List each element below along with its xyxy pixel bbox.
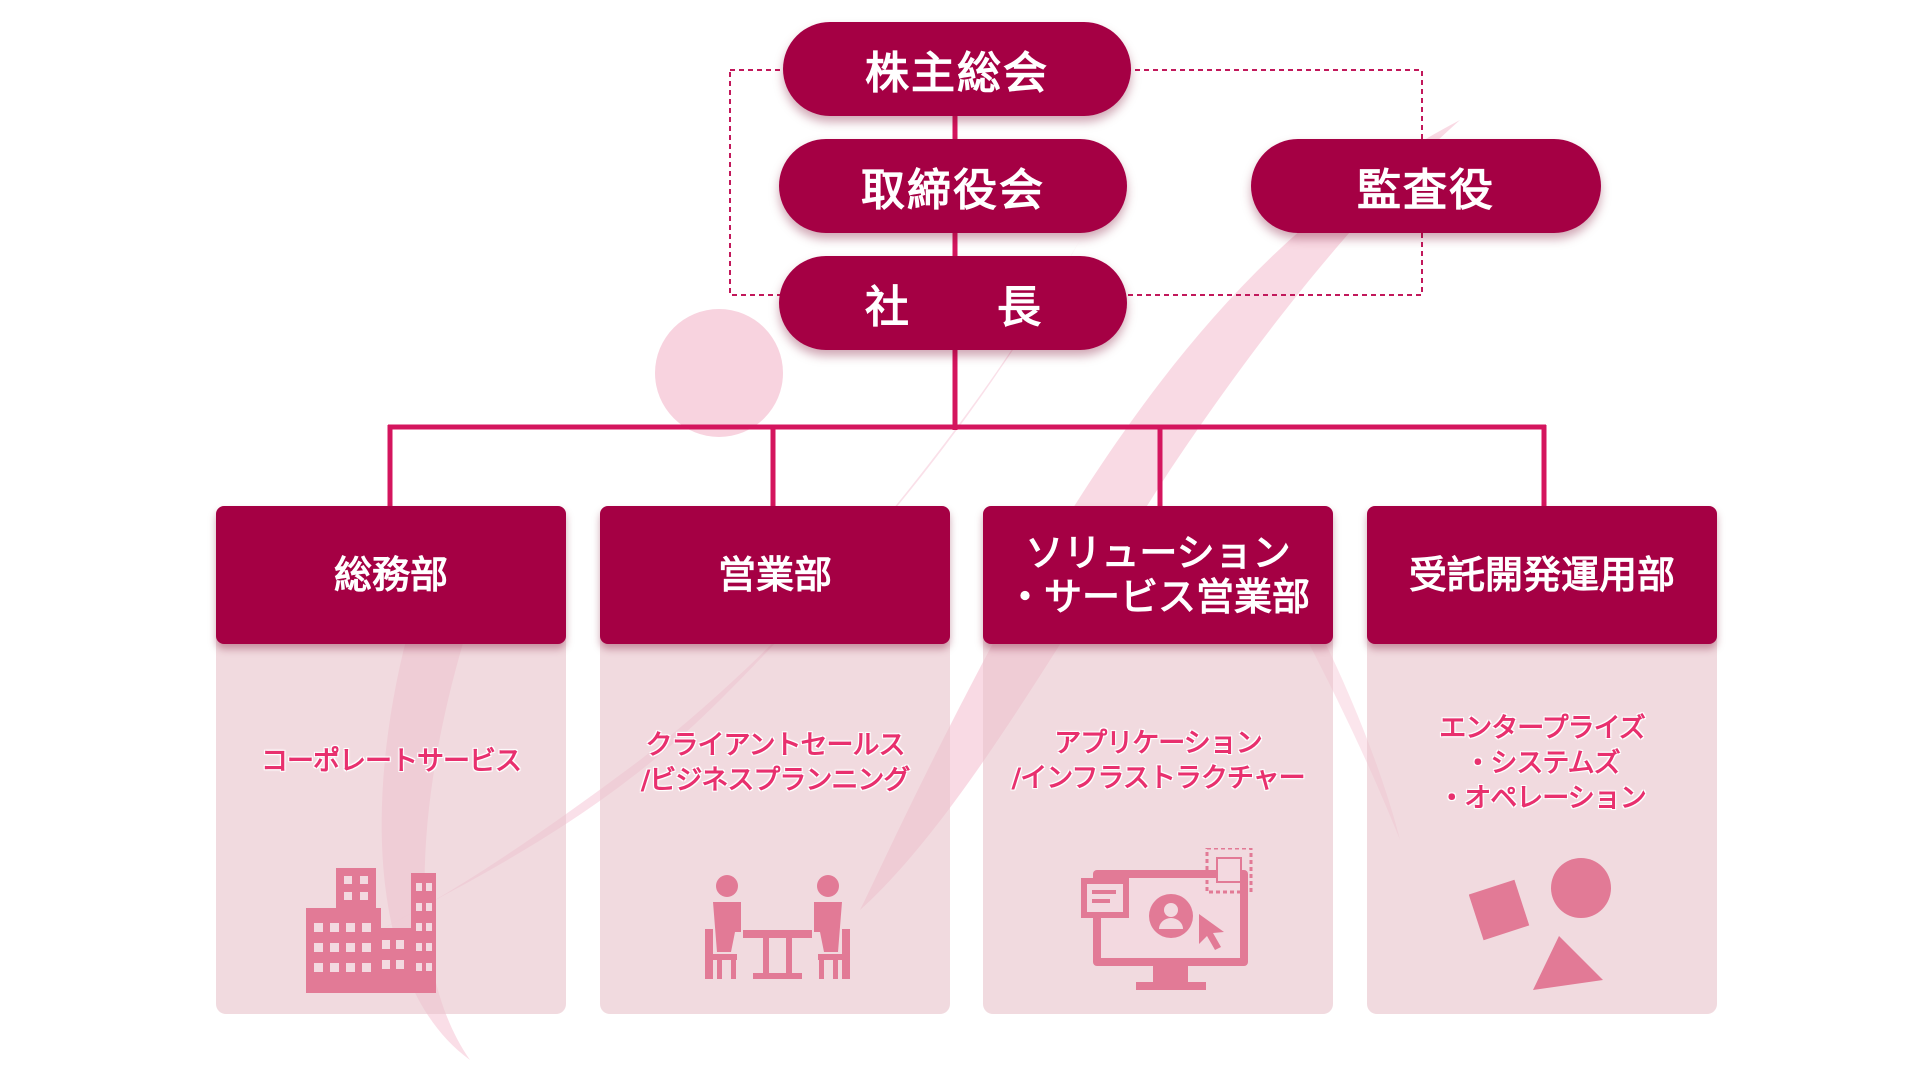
president-box: 社 長 (779, 256, 1127, 350)
department-title-text: ・サービス営業部 (1005, 575, 1310, 619)
department-title: 営業部 (600, 506, 950, 644)
department-card-contract-development: 受託開発運用部 エンタープライズ ・システムズ ・オペレーション (1367, 506, 1717, 1014)
department-title-text: 営業部 (717, 553, 832, 597)
board-of-directors-box: 取締役会 (779, 139, 1127, 233)
department-title-text: 総務部 (333, 553, 448, 597)
department-function: クライアントセールス /ビジネスプランニング (600, 728, 950, 798)
department-function: アプリケーション /インフラストラクチャー (983, 726, 1333, 796)
department-function-line: ・オペレーション (1438, 783, 1646, 814)
department-card-sales: 営業部 クライアントセールス /ビジネスプランニング (600, 506, 950, 1014)
department-title: ソリューション ・サービス営業部 (983, 506, 1333, 644)
department-function-line: /ビジネスプランニング (640, 765, 911, 796)
department-function-line: エンタープライズ (1439, 713, 1646, 744)
department-title-text: ソリューション (1025, 531, 1291, 575)
department-title: 総務部 (216, 506, 566, 644)
department-function-line: クライアントセールス (645, 730, 906, 761)
department-title: 受託開発運用部 (1367, 506, 1717, 644)
swoosh-dot (655, 309, 783, 437)
department-function-line: /インフラストラクチャー (1011, 763, 1305, 794)
department-function: エンタープライズ ・システムズ ・オペレーション (1367, 711, 1717, 816)
monitor-user-icon (1081, 848, 1253, 990)
department-card-solution-service-sales: ソリューション ・サービス営業部 アプリケーション /インフラストラクチャー (983, 506, 1333, 1014)
department-function-line: アプリケーション (1054, 728, 1262, 759)
shapes-icon (1469, 858, 1611, 990)
department-function-line: コーポレートサービス (261, 746, 522, 777)
department-function: コーポレートサービス (216, 744, 566, 779)
shareholders-meeting-box: 株主総会 (783, 22, 1131, 116)
meeting-icon (705, 875, 850, 979)
department-function-line: ・システムズ (1464, 748, 1620, 779)
buildings-icon (306, 868, 436, 993)
auditor-box: 監査役 (1251, 139, 1601, 233)
department-title-text: 受託開発運用部 (1408, 553, 1675, 597)
department-card-general-affairs: 総務部 コーポレートサービス (216, 506, 566, 1014)
